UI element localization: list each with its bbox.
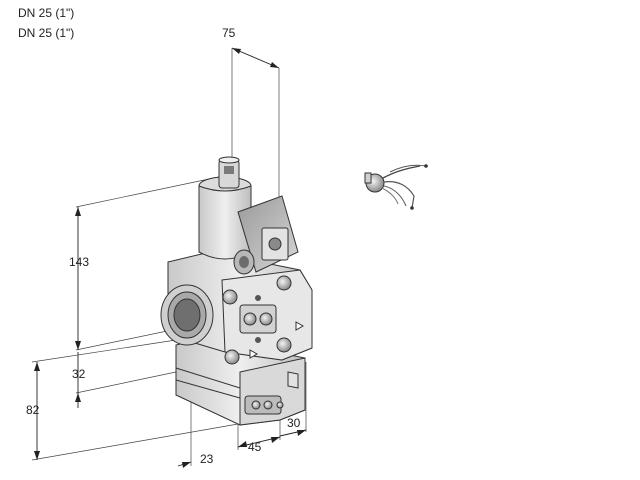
dim-label-30: 30 bbox=[287, 416, 301, 430]
screw-icon bbox=[276, 401, 284, 409]
flow-arrow-icon bbox=[249, 349, 259, 359]
arrow-head bbox=[232, 48, 241, 54]
connector-plate bbox=[244, 395, 282, 415]
cable-plug-icon bbox=[364, 164, 428, 210]
solenoid-coil bbox=[198, 156, 299, 275]
dim-label-75: 75 bbox=[222, 26, 236, 40]
arrow-head bbox=[34, 451, 40, 460]
bolt-icon bbox=[276, 337, 292, 353]
bolt-icon bbox=[222, 289, 238, 305]
adjust-screw-icon bbox=[259, 312, 273, 326]
plug-icon bbox=[255, 337, 261, 343]
valve-housing bbox=[160, 251, 313, 365]
bolt-icon bbox=[224, 349, 240, 365]
dim-label-45: 45 bbox=[248, 440, 262, 454]
header-line-1: DN 25 (1") bbox=[18, 6, 75, 20]
side-lever bbox=[287, 371, 299, 389]
arrow-head bbox=[75, 393, 81, 402]
ext-line-32-bottom bbox=[75, 371, 177, 394]
dim-label-82: 82 bbox=[26, 403, 40, 417]
screw-icon bbox=[251, 400, 261, 410]
arrow-head bbox=[270, 62, 279, 68]
lower-block bbox=[175, 337, 306, 426]
arrow-head bbox=[238, 441, 247, 447]
arrow-head bbox=[182, 462, 191, 468]
arrow-head bbox=[271, 437, 280, 443]
arrow-head bbox=[75, 341, 81, 350]
screw-icon bbox=[263, 400, 273, 410]
flow-arrow-icon bbox=[295, 321, 305, 331]
front-plate bbox=[239, 304, 277, 334]
arrow-head bbox=[75, 207, 81, 216]
bolt-icon bbox=[276, 275, 292, 291]
ext-line-82-bottom bbox=[31, 423, 239, 461]
dim-label-23: 23 bbox=[200, 452, 214, 466]
arrow-head bbox=[297, 430, 306, 436]
header-line-2: DN 25 (1") bbox=[18, 26, 75, 40]
arrow-head bbox=[34, 362, 40, 371]
dim-label-143: 143 bbox=[69, 255, 90, 269]
adjust-screw-icon bbox=[243, 312, 257, 326]
ext-line-82-top bbox=[31, 339, 177, 363]
ext-line-143-top bbox=[75, 174, 229, 208]
dim-label-32: 32 bbox=[72, 367, 86, 381]
plug-icon bbox=[255, 295, 261, 301]
